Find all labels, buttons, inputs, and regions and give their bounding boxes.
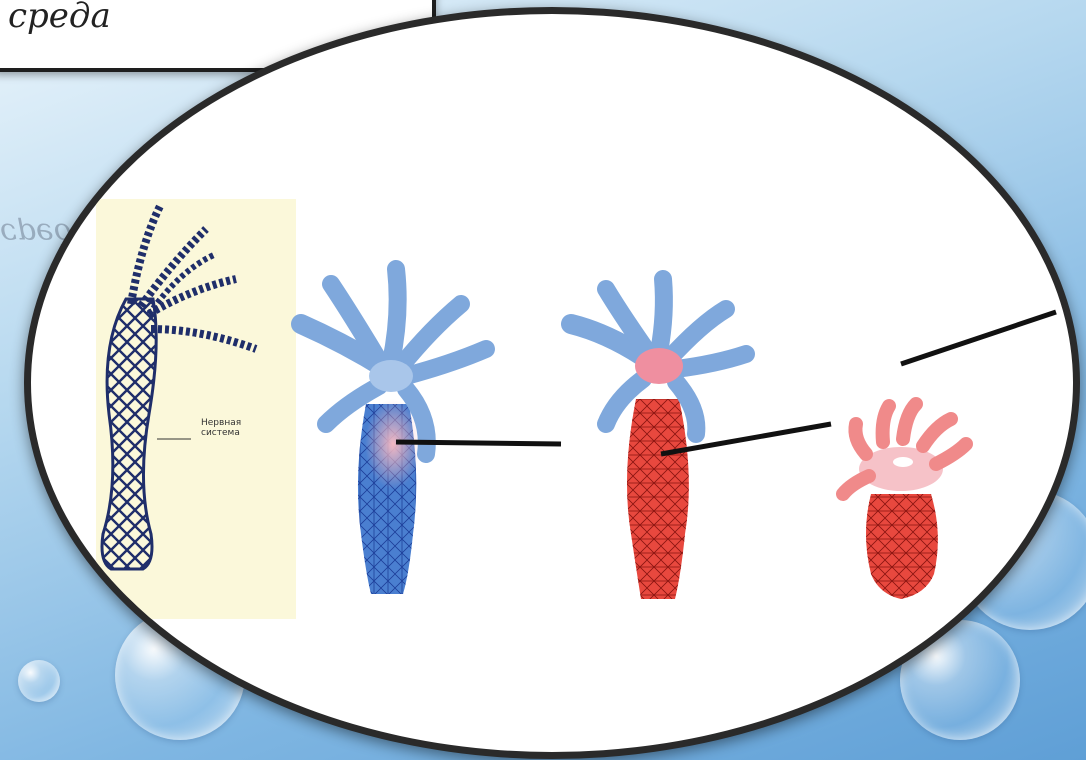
hydra-small-red [843, 312, 1056, 599]
hydra-red-blue [571, 279, 831, 599]
nerve-system-label: Нервная система [201, 418, 241, 438]
nerve-label-line2: система [201, 428, 241, 438]
hydra-nerve-net [102, 204, 256, 569]
nerve-label-line1: Нервная [201, 418, 241, 428]
hydra-blue [301, 269, 561, 594]
hydra-illustrations [31, 14, 1080, 759]
oval-picture-frame: Нервная система [24, 7, 1080, 759]
